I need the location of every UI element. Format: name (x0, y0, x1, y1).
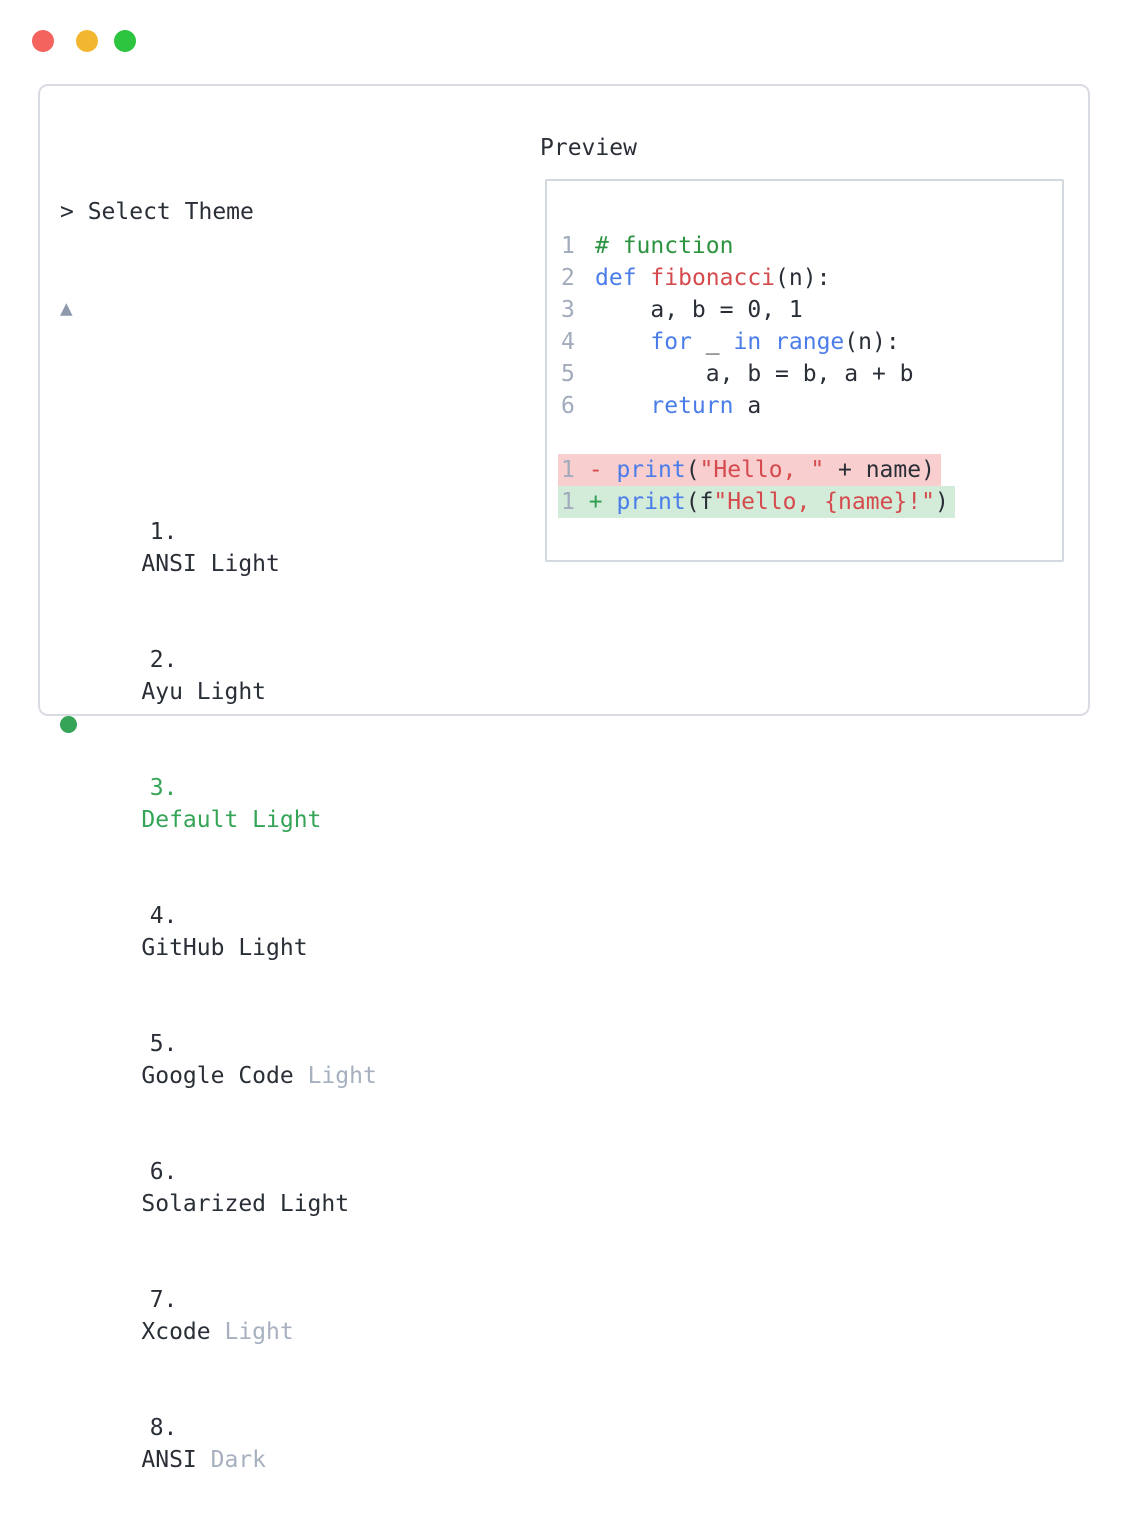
code-token-pl: (f (685, 489, 714, 515)
code-token-pl (603, 489, 617, 515)
diff-highlight: 1 - print("Hello, " + name) (558, 454, 941, 486)
theme-label-text: Solarized Light (141, 1191, 350, 1217)
code-token-pl (603, 457, 617, 483)
theme-list-item[interactable]: 3. Default Light (60, 708, 877, 833)
window-controls (32, 30, 152, 52)
theme-label-text: ANSI Light (141, 551, 280, 577)
theme-item-label: Default Light (141, 807, 321, 833)
theme-item-number: 7. (149, 1287, 178, 1313)
code-token-plus: + (588, 489, 603, 515)
theme-item-number: 4. (149, 903, 178, 929)
code-token-pl: a (733, 393, 762, 419)
code-token-cmt: # function (595, 233, 734, 259)
code-token-pl (761, 329, 775, 355)
code-token-kw: print (616, 457, 686, 483)
theme-label-text: GitHub Light (141, 935, 308, 961)
theme-label-muted-text: Light (293, 1063, 377, 1089)
code-line: 2 def fibonacci(n): (561, 262, 955, 294)
theme-item-number: 6. (149, 1159, 178, 1185)
code-token-kw: for (650, 329, 692, 355)
theme-list-item[interactable]: 5. Google Code Light (60, 964, 877, 1089)
code-token-pl: (n): (844, 329, 900, 355)
theme-label-muted-text: Light (210, 1319, 294, 1345)
code-line: 6 return a (561, 390, 955, 422)
code-token-pl: ( (685, 457, 700, 483)
theme-list-item[interactable]: 4. GitHub Light (60, 836, 877, 961)
theme-item-number: 8. (149, 1415, 178, 1441)
theme-label-text: Google Code (141, 1063, 294, 1089)
theme-item-label: ANSI Dark (141, 1447, 266, 1473)
code-token-pl (595, 393, 650, 419)
close-window-icon[interactable] (32, 30, 54, 52)
code-token-str: "Hello, " (699, 457, 825, 483)
code-token-lnw: 3 (561, 297, 575, 323)
theme-list-item[interactable]: 7. Xcode Light (60, 1220, 877, 1345)
preview-label: Preview (540, 135, 637, 161)
code-token-lnw: 6 (561, 393, 575, 419)
code-token-lnw: 5 (561, 361, 575, 387)
theme-item-label: GitHub Light (141, 935, 307, 961)
diff-highlight: 1 + print(f"Hello, {name}!") (558, 486, 955, 518)
code-token-pl (575, 489, 589, 515)
theme-label-muted-text: Dark (196, 1447, 267, 1473)
code-token-lnw: 1 (561, 233, 575, 259)
theme-item-number: 1. (149, 519, 178, 545)
code-token-kw: print (616, 489, 686, 515)
code-token-lnw: 2 (561, 265, 575, 291)
theme-item-label: Solarized Light (141, 1191, 349, 1217)
theme-label-text: Ayu Light (141, 679, 267, 705)
theme-label-text: ANSI (141, 1447, 197, 1473)
theme-item-number: 3. (149, 775, 178, 801)
code-token-fn: fibonacci (650, 265, 776, 291)
code-line (561, 422, 955, 454)
code-line: 5 a, b = b, a + b (561, 358, 955, 390)
code-token-pl: + name) (824, 457, 935, 483)
code-token-ln: 1 (561, 457, 575, 483)
theme-picker-panel: > Select Theme ▲ 1. ANSI Light 2. Ayu Li… (38, 84, 1090, 1473)
code-token-pl (595, 329, 650, 355)
code-token-pl (637, 265, 651, 291)
theme-list-item[interactable]: 6. Solarized Light (60, 1092, 877, 1217)
code-token-minus: - (588, 457, 603, 483)
theme-item-label: Xcode Light (141, 1319, 293, 1345)
theme-item-label: Ayu Light (141, 679, 266, 705)
code-token-kw: in (733, 329, 762, 355)
code-token-kw: range (775, 329, 845, 355)
minimize-window-icon[interactable] (76, 30, 98, 52)
code-token-pl (575, 457, 589, 483)
code-token-kw: def (595, 265, 637, 291)
theme-item-number: 5. (149, 1031, 178, 1057)
code-token-pl: _ (691, 329, 734, 355)
theme-item-label: ANSI Light (141, 551, 279, 577)
code-token-str: "Hello, {name}!" (713, 489, 935, 515)
theme-list-item[interactable]: 8. ANSI Dark (60, 1348, 877, 1473)
code-token-pl: (n): (775, 265, 831, 291)
theme-label-text: Default Light (141, 807, 322, 833)
theme-label-text: Xcode (141, 1319, 211, 1345)
code-token-pl: ) (934, 489, 949, 515)
theme-item-number: 2. (149, 647, 178, 673)
code-line: 4 for _ in range(n): (561, 326, 955, 358)
code-token-pl: a, b = b, a + b (595, 361, 914, 387)
code-token-lnw: 4 (561, 329, 575, 355)
code-line: 3 a, b = 0, 1 (561, 294, 955, 326)
selection-bullet-icon (60, 716, 77, 733)
diff-added-line: 1 + print(f"Hello, {name}!") (558, 486, 955, 518)
theme-list-item[interactable]: 9. Atom One Dark (60, 1476, 877, 1508)
zoom-window-icon[interactable] (114, 30, 136, 52)
theme-list-item[interactable]: 1. ANSI Light (60, 452, 877, 577)
code-token-kw: return (650, 393, 734, 419)
code-token-ln: 1 (561, 489, 575, 515)
theme-item-label: Google Code Light (141, 1063, 376, 1089)
diff-removed-line: 1 - print("Hello, " + name) (558, 454, 955, 486)
scroll-up-indicator-icon[interactable]: ▲ (60, 296, 73, 320)
code-token-pl: a, b = 0, 1 (595, 297, 803, 323)
code-line: 1 # function (561, 230, 955, 262)
theme-list-item[interactable]: 2. Ayu Light (60, 580, 877, 705)
select-theme-prompt: > Select Theme (60, 199, 254, 225)
